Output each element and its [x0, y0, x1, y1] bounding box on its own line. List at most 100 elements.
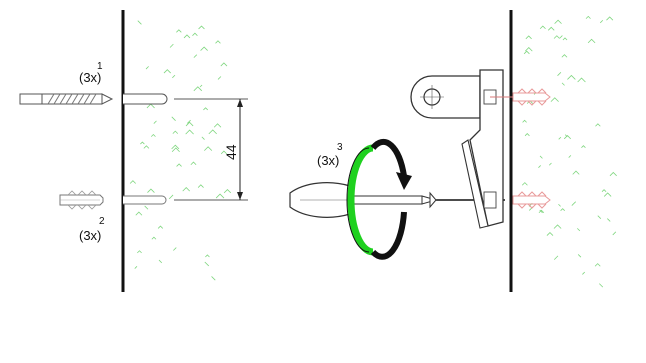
- concrete-speckle: [199, 84, 203, 88]
- concrete-speckle: [201, 136, 205, 140]
- concrete-speckle: [553, 224, 562, 229]
- concrete-speckle: [594, 263, 601, 267]
- concrete-speckle: [215, 193, 225, 199]
- concrete-speckle: [557, 72, 562, 76]
- drilled-hole-top: [123, 93, 168, 105]
- concrete-speckle: [168, 194, 174, 200]
- concrete-speckle: [538, 165, 541, 168]
- concrete-speckle: [554, 19, 562, 24]
- concrete-speckle: [587, 38, 596, 44]
- concrete-speckle: [220, 150, 227, 155]
- concrete-speckle: [553, 35, 560, 39]
- left-wall-speckles: [129, 20, 232, 281]
- concrete-speckle: [153, 120, 157, 124]
- drill-bit-tip: [101, 93, 114, 105]
- concrete-speckle: [547, 26, 555, 31]
- concrete-speckle: [572, 170, 580, 175]
- concrete-speckle: [193, 54, 198, 58]
- concrete-speckle: [198, 25, 205, 30]
- concrete-speckle: [203, 107, 209, 111]
- concrete-speckle: [176, 163, 182, 167]
- concrete-speckle: [601, 189, 607, 192]
- right-wall: [509, 10, 617, 292]
- concrete-speckle: [143, 145, 150, 149]
- concrete-speckle: [597, 215, 602, 219]
- concrete-speckle: [147, 188, 155, 193]
- concrete-speckle: [522, 119, 527, 123]
- concrete-speckle: [171, 147, 180, 153]
- concrete-speckle: [190, 161, 197, 166]
- concrete-speckle: [521, 182, 528, 186]
- drill-bit-shank: [19, 93, 43, 105]
- concrete-speckle: [200, 46, 208, 51]
- step2-qty: (3x): [79, 228, 101, 243]
- concrete-speckle: [585, 15, 591, 19]
- concrete-speckle: [163, 69, 171, 74]
- concrete-speckle: [215, 40, 221, 44]
- wall-plug-upper-installed: [490, 88, 551, 106]
- concrete-speckle: [525, 35, 532, 40]
- concrete-speckle: [176, 29, 182, 33]
- concrete-speckle: [193, 86, 203, 92]
- rotation-indicator: [346, 138, 412, 260]
- concrete-speckle: [595, 123, 601, 127]
- concrete-speckle: [223, 188, 232, 194]
- drill-bit: [19, 93, 114, 105]
- concrete-speckle: [137, 20, 142, 25]
- rotation-arrow-icon: [396, 172, 412, 190]
- concrete-speckle: [140, 141, 145, 145]
- concrete-speckle: [171, 116, 176, 121]
- mounting-bracket: [410, 69, 504, 229]
- concrete-speckle: [173, 247, 177, 251]
- concrete-speckle: [204, 261, 210, 267]
- concrete-speckle: [185, 121, 194, 127]
- concrete-speckle: [561, 82, 565, 86]
- bracket-hinge-lug: [410, 75, 481, 119]
- concrete-speckle: [150, 133, 156, 137]
- concrete-speckle: [183, 34, 191, 39]
- concrete-speckle: [564, 134, 568, 137]
- concrete-speckle: [553, 255, 559, 260]
- concrete-speckle: [550, 97, 559, 102]
- concrete-speckle: [185, 129, 194, 135]
- concrete-speckle: [560, 208, 566, 212]
- concrete-speckle: [145, 66, 149, 70]
- drilled-hole-bottom: [123, 195, 167, 205]
- concrete-speckle: [562, 37, 568, 41]
- dimension-value: 44: [223, 144, 239, 160]
- concrete-speckle: [205, 254, 210, 258]
- concrete-speckle: [577, 254, 582, 258]
- concrete-speckle: [172, 74, 176, 79]
- concrete-speckle: [577, 228, 581, 232]
- concrete-speckle: [546, 231, 554, 236]
- concrete-speckle: [135, 211, 143, 216]
- concrete-speckle: [609, 171, 617, 177]
- screwdriver-tip: [421, 195, 438, 205]
- concrete-speckle: [603, 192, 612, 197]
- left-wall: [121, 10, 232, 292]
- step2-number: 2: [99, 216, 105, 227]
- concrete-speckle: [539, 155, 543, 159]
- concrete-speckle: [137, 250, 142, 254]
- concrete-speckle: [525, 47, 533, 52]
- concrete-speckle: [582, 271, 586, 275]
- step1-number: 1: [97, 61, 103, 72]
- concrete-speckle: [182, 187, 191, 192]
- right-wall-speckles: [521, 15, 617, 288]
- concrete-speckle: [599, 19, 604, 24]
- rotation-ring-back-top: [370, 138, 407, 177]
- concrete-speckle: [213, 123, 222, 128]
- step1-qty: (3x): [79, 70, 101, 85]
- concrete-speckle: [220, 62, 228, 67]
- concrete-speckle: [539, 25, 546, 30]
- concrete-speckle: [146, 103, 155, 109]
- concrete-speckle: [197, 184, 204, 188]
- rotation-ring-front: [347, 144, 374, 256]
- concrete-speckle: [558, 136, 562, 140]
- concrete-speckle: [568, 155, 572, 158]
- concrete-speckle: [144, 205, 149, 210]
- concrete-speckle: [171, 144, 180, 150]
- concrete-speckle: [548, 162, 552, 166]
